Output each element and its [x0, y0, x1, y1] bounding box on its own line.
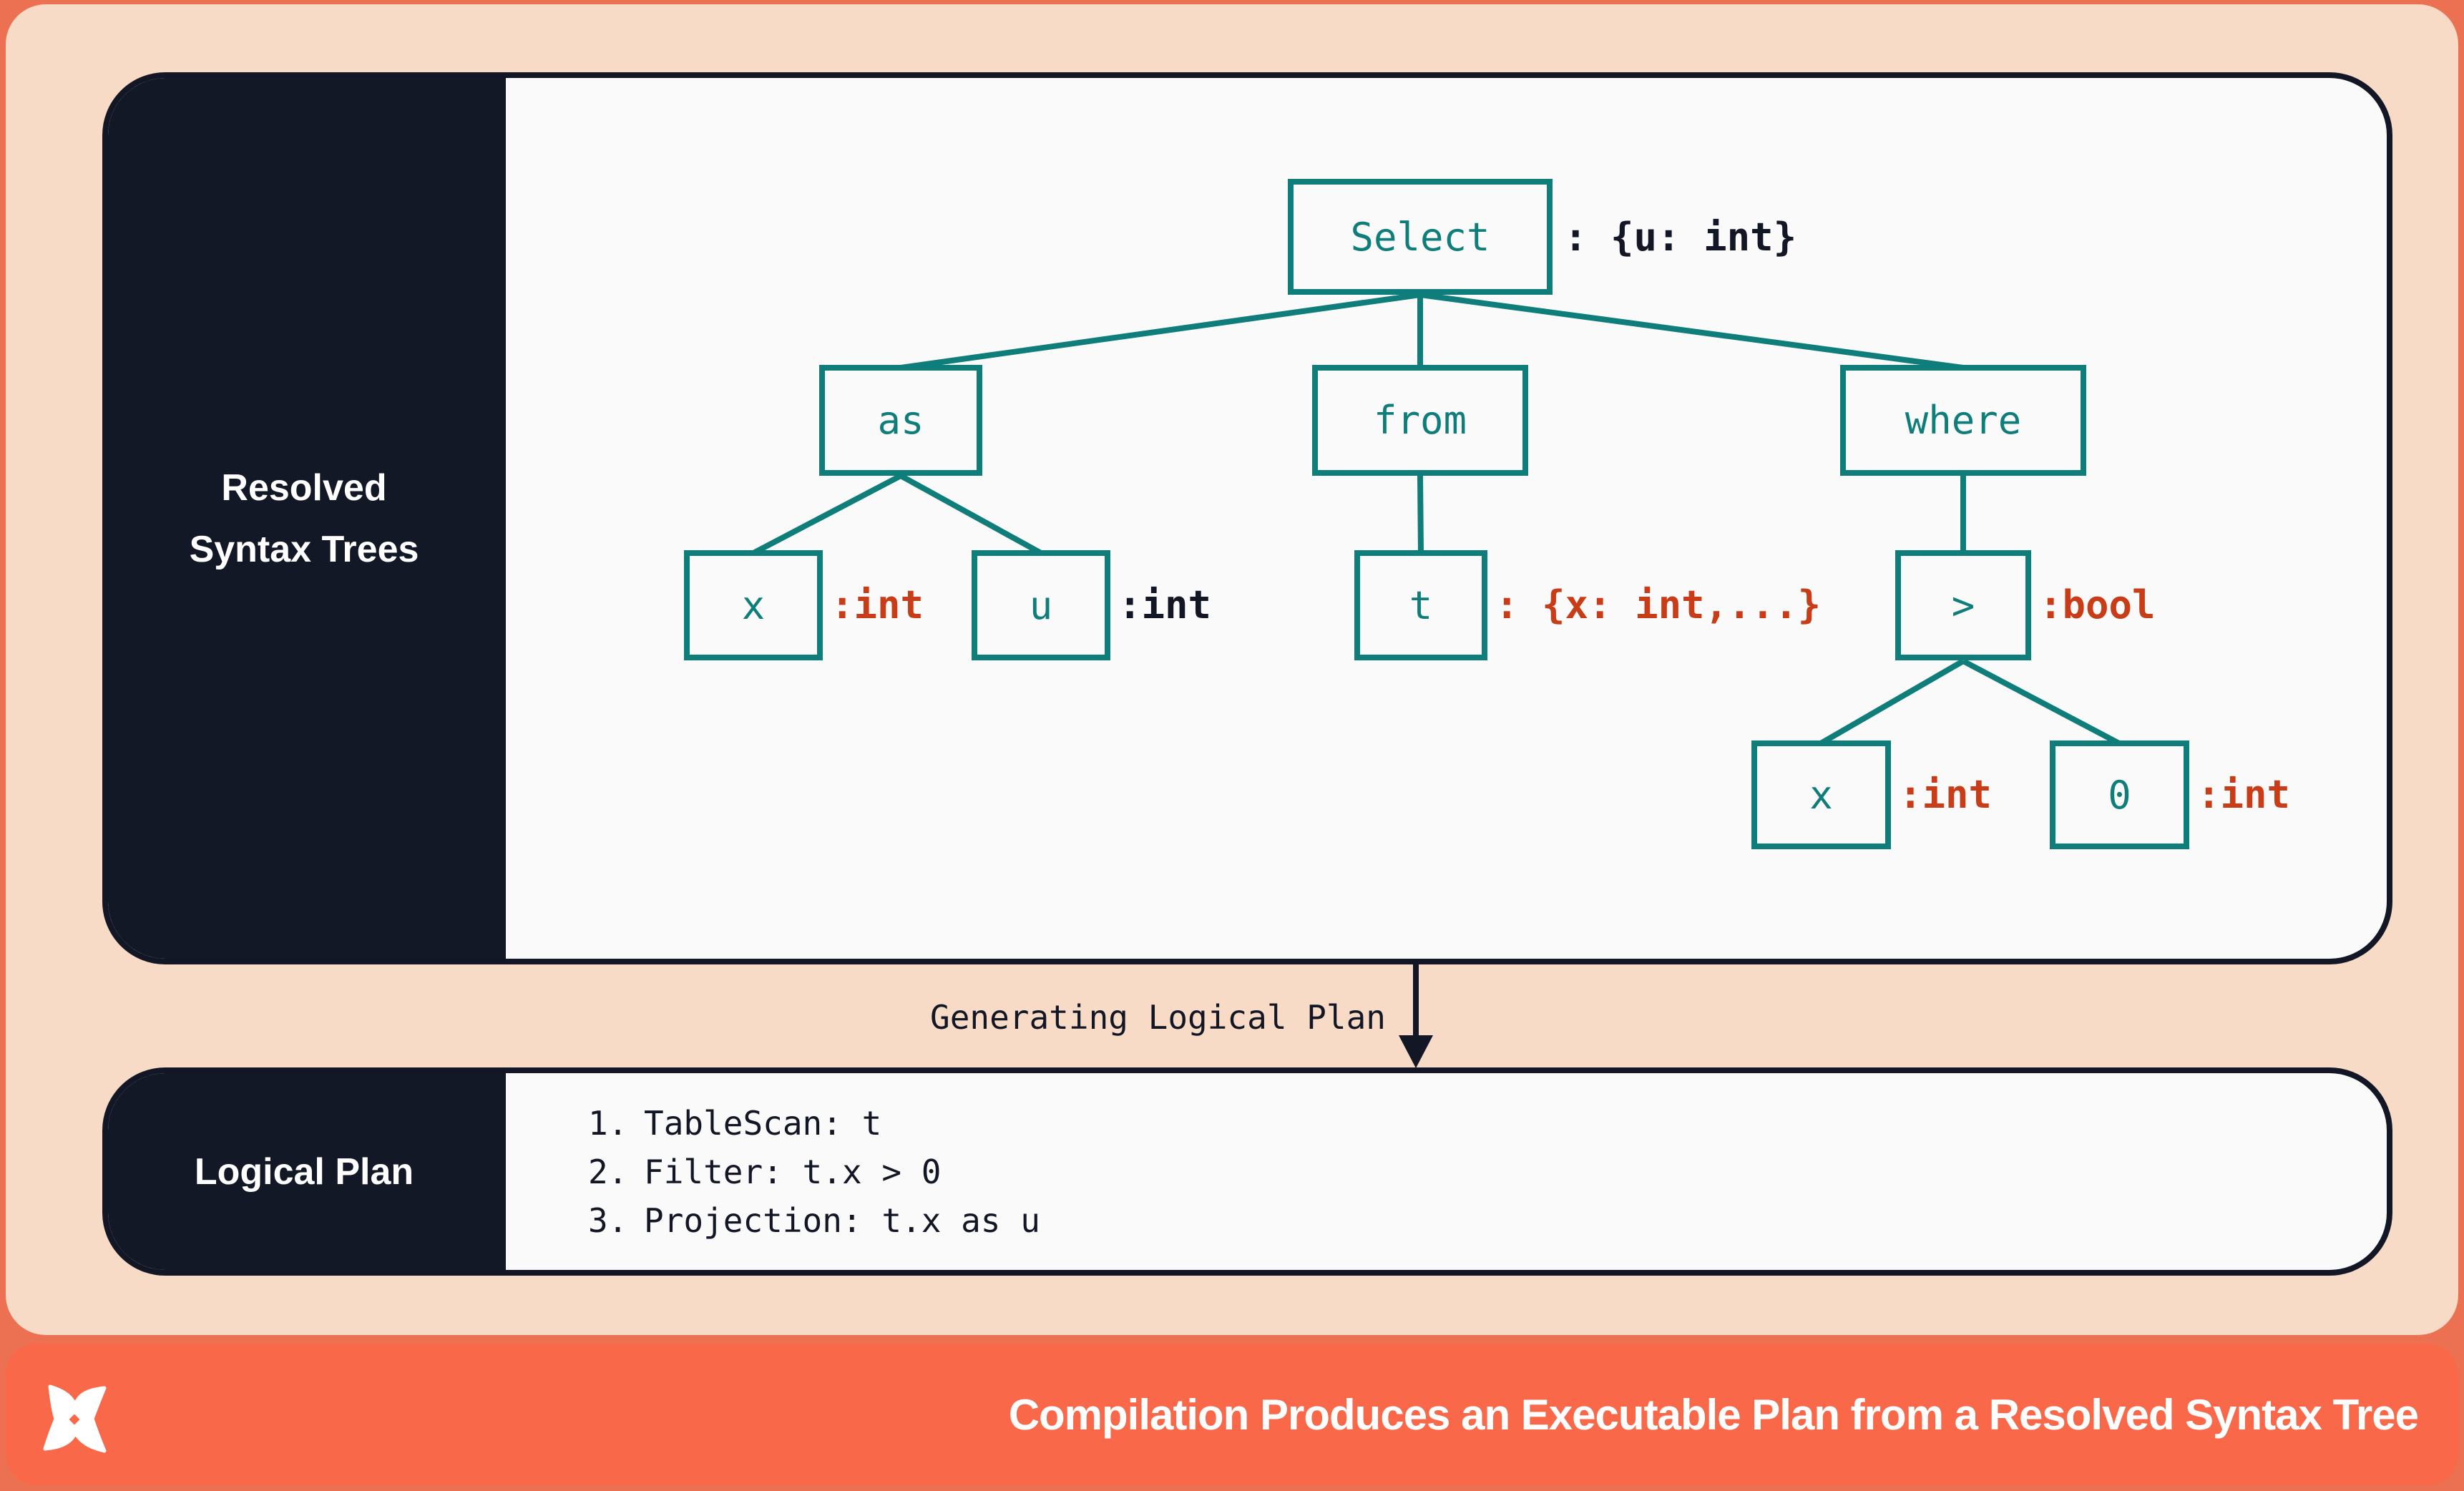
plan-step-1-text: TableScan: t — [644, 1104, 882, 1143]
resolved-syntax-trees-panel: Resolved Syntax Trees — [102, 72, 2392, 964]
tree-node-as: as — [819, 365, 982, 476]
tree-node-greater-than: > — [1895, 550, 2031, 660]
tree-node-where: where — [1840, 365, 2086, 476]
resolved-syntax-trees-title: Resolved Syntax Trees — [189, 466, 419, 570]
type-annotation-select: : {u: int} — [1564, 215, 1797, 260]
resolved-syntax-trees-sidebar: Resolved Syntax Trees — [108, 78, 506, 959]
logical-plan-title: Logical Plan — [194, 1150, 414, 1193]
plan-step-3-text: Projection: t.x as u — [644, 1201, 1040, 1240]
type-annotation-x-where: :int — [1899, 772, 1993, 817]
type-annotation-t: : {x: int,...} — [1495, 582, 1822, 627]
plan-step-2-number: 2. — [588, 1153, 628, 1191]
plan-step-1: 1. TableScan: t — [588, 1099, 1040, 1148]
down-arrow-icon — [1399, 1035, 1433, 1068]
x-mark-logo-icon — [43, 1384, 107, 1453]
type-annotation-zero: :int — [2197, 772, 2291, 817]
logical-plan-steps: 1. TableScan: t 2. Filter: t.x > 0 3. Proje… — [588, 1099, 1040, 1245]
transition-label: Generating Logical Plan — [930, 998, 1386, 1037]
tree-node-x-as: x — [684, 550, 823, 660]
logical-plan-sidebar: Logical Plan — [108, 1073, 506, 1270]
plan-step-3: 3. Projection: t.x as u — [588, 1196, 1040, 1245]
plan-step-2-text: Filter: t.x > 0 — [644, 1153, 942, 1191]
footer-title: Compilation Produces an Executable Plan … — [1008, 1390, 2419, 1439]
plan-step-3-number: 3. — [588, 1201, 628, 1240]
plan-step-1-number: 1. — [588, 1104, 628, 1143]
down-arrow-line — [1413, 964, 1419, 1038]
type-annotation-x-as: :int — [831, 582, 924, 627]
tree-node-from: from — [1312, 365, 1528, 476]
footer-bar: Compilation Produces an Executable Plan … — [6, 1344, 2458, 1485]
tree-edges — [752, 292, 2121, 746]
tree-node-t: t — [1354, 550, 1487, 660]
logical-plan-panel: Logical Plan 1. TableScan: t 2. Filter: t.… — [102, 1067, 2392, 1276]
type-annotation-u: :int — [1118, 582, 1212, 627]
type-annotation-greater-than: :bool — [2039, 582, 2156, 627]
tree-node-u: u — [972, 550, 1110, 660]
tree-node-x-where: x — [1751, 740, 1891, 849]
plan-step-2: 2. Filter: t.x > 0 — [588, 1148, 1040, 1196]
tree-node-zero: 0 — [2050, 740, 2189, 849]
tree-node-select: Select — [1288, 179, 1553, 295]
